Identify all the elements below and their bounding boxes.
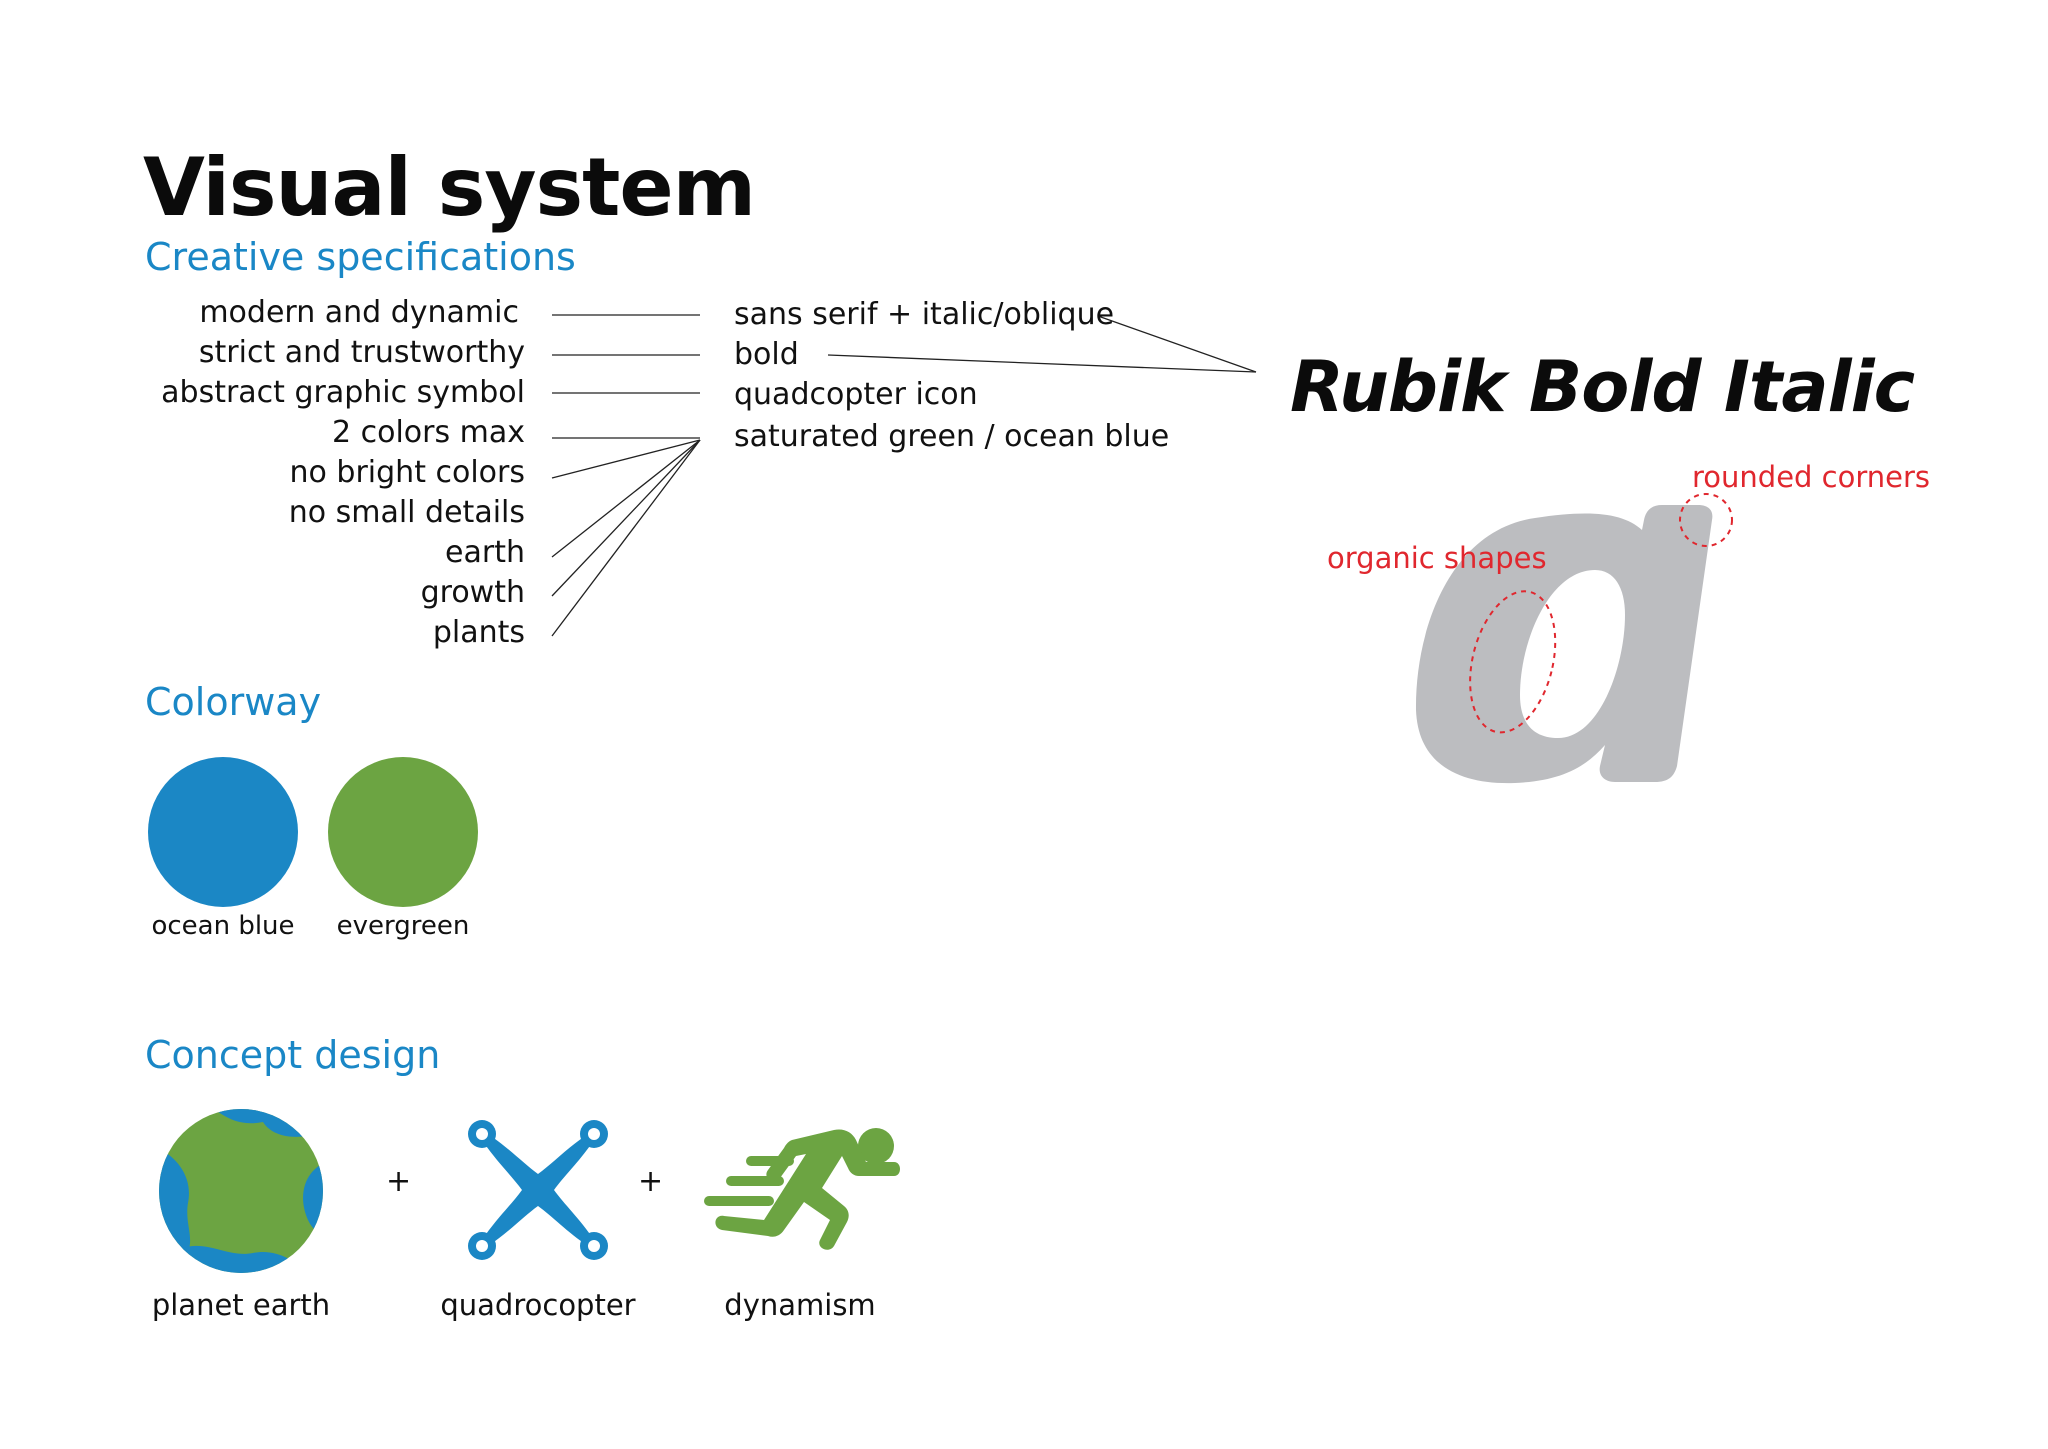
swatch-label: ocean blue	[151, 911, 295, 941]
list-item: no bright colors	[289, 455, 525, 490]
connector-line	[1097, 315, 1257, 373]
concept-label: planet earth	[151, 1288, 331, 1322]
page-title: Visual system	[143, 141, 756, 234]
list-item: earth	[445, 535, 525, 570]
section-heading-colorway: Colorway	[145, 680, 322, 724]
plus-operator: +	[386, 1164, 412, 1199]
swatch-evergreen	[328, 757, 478, 907]
list-item: growth	[420, 575, 525, 610]
list-item: plants	[432, 615, 525, 650]
section-heading-concept-design: Concept design	[145, 1033, 441, 1077]
rounded-corners-marker	[1679, 493, 1733, 547]
planet-earth-icon	[159, 1109, 323, 1273]
section-heading-creative-specifications: Creative specifications	[145, 235, 576, 279]
spec-list-right: sans serif + italic/oblique bold quadcop…	[734, 298, 1174, 468]
running-man-icon	[704, 1128, 900, 1250]
list-item: modern and dynamic	[199, 295, 519, 330]
concept-label: dynamism	[724, 1288, 876, 1322]
list-item: quadcopter icon	[734, 377, 978, 412]
glyph-a-icon	[1415, 505, 1713, 784]
swatch-ocean-blue	[148, 757, 298, 907]
quadrocopter-icon	[468, 1120, 608, 1260]
connector-line	[827, 354, 1257, 373]
list-item: sans serif + italic/oblique	[734, 297, 1115, 332]
annotation-rounded-corners: rounded corners	[1692, 460, 1931, 494]
list-item: 2 colors max	[331, 415, 525, 450]
list-item: no small details	[288, 495, 525, 530]
swatch-label: evergreen	[336, 911, 470, 941]
glyph-a-illustration	[1415, 493, 1733, 784]
list-item: bold	[734, 337, 799, 372]
font-sample: Rubik Bold Italic	[1290, 346, 1915, 428]
annotation-organic-shapes: organic shapes	[1327, 541, 1547, 575]
connector-line	[551, 439, 701, 597]
list-item: saturated green / ocean blue	[734, 419, 1170, 454]
connector-line	[551, 439, 701, 637]
connector-line	[551, 439, 701, 479]
spec-list-left: modern and dynamic strict and trustworth…	[150, 296, 525, 656]
list-item: abstract graphic symbol	[161, 375, 525, 410]
connector-line	[551, 439, 701, 558]
list-item: strict and trustworthy	[198, 335, 525, 370]
concept-label: quadrocopter	[440, 1288, 636, 1322]
plus-operator: +	[638, 1164, 664, 1199]
